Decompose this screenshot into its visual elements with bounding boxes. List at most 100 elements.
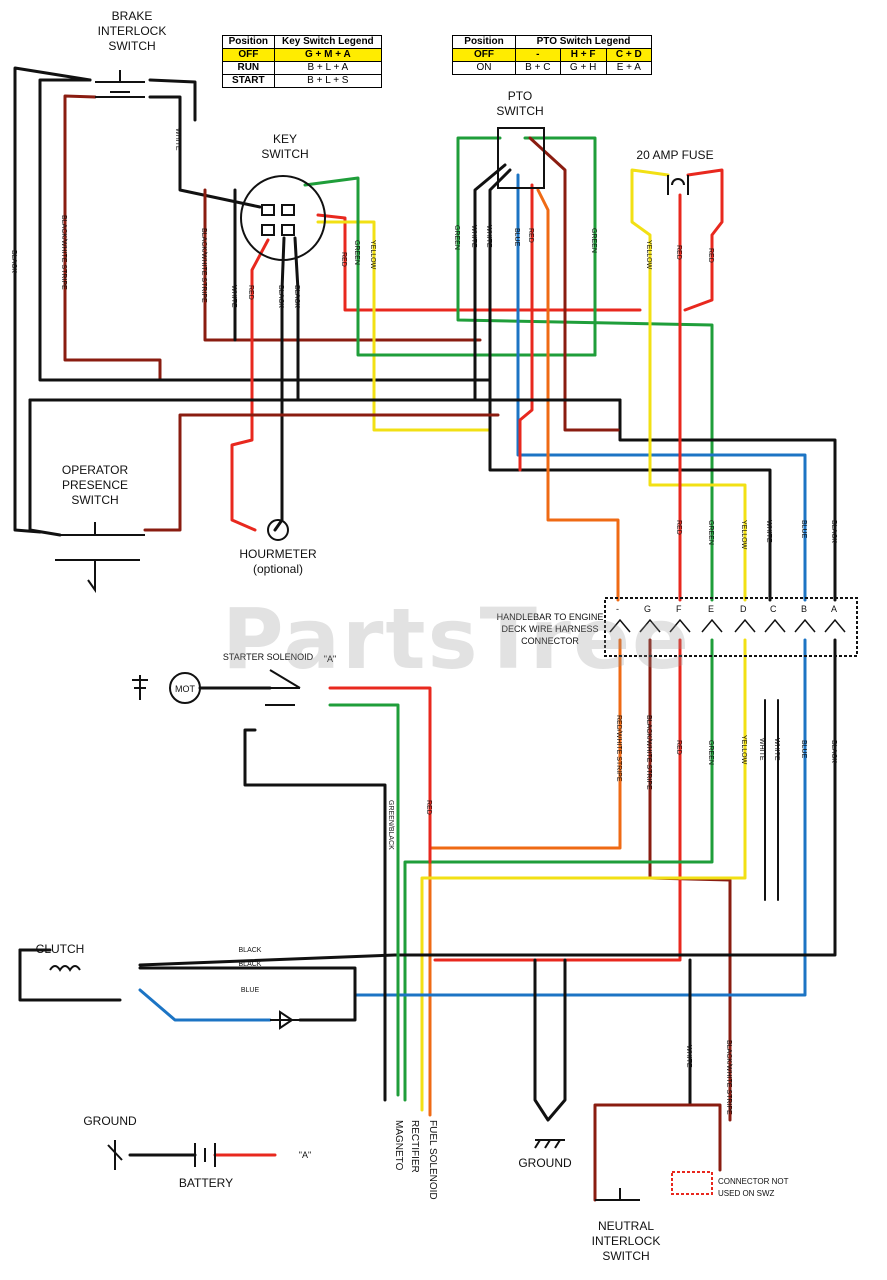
wire-black-white-stripe <box>203 188 482 342</box>
pto-switch-body <box>497 127 545 189</box>
hourmeter-symbol <box>267 519 289 541</box>
connector-pin-label: - <box>616 604 619 614</box>
wire-label: RED <box>675 740 682 755</box>
ground-left-symbol <box>132 675 148 700</box>
wire-label: RED <box>527 228 534 243</box>
wire-label: GREEN <box>707 740 714 765</box>
wire-black <box>138 953 397 967</box>
wire-label: WHITE <box>485 225 492 248</box>
connector-pin-label: B <box>801 604 807 614</box>
brake-switch-symbol <box>95 70 145 98</box>
diode-symbol <box>270 1010 300 1030</box>
wire-white <box>148 95 262 209</box>
rectifier-label: RECTIFIER <box>409 1120 420 1173</box>
wire-label: BLACK <box>293 285 300 308</box>
key-switch-label: SWITCH <box>261 147 308 161</box>
harness-label: HANDLEBAR TO ENGINE <box>497 612 604 622</box>
wire-black <box>148 78 197 122</box>
wire-label: BLUE <box>800 740 807 759</box>
harness-connector-box <box>604 597 858 657</box>
wire-label: WHITE <box>470 225 477 248</box>
connector-not-used-box <box>671 1171 713 1195</box>
wire-label: BLACK <box>10 250 17 273</box>
wire-label: GREEN <box>590 228 597 253</box>
key-switch-label: KEY <box>273 132 297 146</box>
connector-pin-label: C <box>770 604 777 614</box>
fuse-label: 20 AMP FUSE <box>636 148 713 162</box>
wire-label: WHITE <box>685 1045 692 1068</box>
wire-orange <box>536 188 620 602</box>
motor-label: MOT <box>175 684 195 694</box>
brake-switch-label: BRAKE <box>112 9 153 23</box>
wire-label: WHITE <box>230 285 237 308</box>
legend-header-position: Position <box>451 35 517 49</box>
wire-label: BLACK <box>830 520 837 543</box>
wire-label: BLACK/WHITE STRIPE <box>200 228 207 303</box>
connector-chevron <box>669 618 691 633</box>
hourmeter-label: HOURMETER <box>239 547 317 561</box>
ground-mid-label: GROUND <box>518 1156 572 1170</box>
a-reference-label: "A" <box>324 654 336 664</box>
legend-value: E + A <box>605 61 653 75</box>
wire-black <box>273 236 286 532</box>
wire-yellow <box>420 638 747 1112</box>
clutch-coil-symbol <box>49 965 81 972</box>
wire-blue <box>138 988 272 1022</box>
neutral-switch-label: INTERLOCK <box>592 1234 661 1248</box>
wire-label: RED/WHITE STRIPE <box>615 715 622 782</box>
pto-switch-legend: Position PTO Switch Legend OFF - H + F C… <box>451 35 653 75</box>
wire-red <box>230 238 270 532</box>
connector-chevron <box>734 618 756 633</box>
wire-green <box>403 638 714 1102</box>
wire-label: BLUE <box>513 228 520 247</box>
wire-black <box>28 398 62 537</box>
wire-black <box>293 236 300 402</box>
legend-value: C + D <box>605 48 653 62</box>
wire-label: BLACK/WHITE STRIPE <box>725 1040 732 1115</box>
connector-chevron <box>824 618 846 633</box>
wire-black <box>393 638 837 957</box>
connector-chevron <box>609 618 631 633</box>
wire-white <box>488 168 772 602</box>
wire-black <box>13 66 92 534</box>
neutral-switch-label: SWITCH <box>602 1249 649 1263</box>
wire-green <box>456 136 714 602</box>
brake-switch-label: SWITCH <box>108 39 155 53</box>
key-switch-terminal <box>261 224 275 236</box>
wire-label: RED <box>675 520 682 535</box>
wire-black-white-stripe <box>143 413 500 532</box>
key-switch-terminal <box>281 224 295 236</box>
wire-label: BLACK <box>277 285 284 308</box>
wire-label: RED <box>425 800 432 815</box>
wire-label: WHITE <box>773 738 780 761</box>
key-switch-terminal <box>261 204 275 216</box>
neutral-switch-label: NEUTRAL <box>598 1219 654 1233</box>
key-switch-body <box>240 175 326 261</box>
wire-label: YELLOW <box>369 240 376 270</box>
starter-solenoid-label: STARTER SOLENOID <box>223 652 314 662</box>
connector-chevron <box>794 618 816 633</box>
legend-header-key: Key Switch Legend <box>273 35 383 49</box>
wire-red <box>433 860 682 962</box>
legend-position: ON <box>451 61 517 75</box>
wire-label: BLACK <box>830 740 837 763</box>
harness-label: CONNECTOR <box>521 636 579 646</box>
pto-switch-label: PTO <box>508 89 532 103</box>
wire-green <box>303 176 597 357</box>
wire-label: BLUE <box>800 520 807 539</box>
ground-left-label: GROUND <box>83 1114 137 1128</box>
wire-label: BLACK/WHITE STRIPE <box>645 715 652 790</box>
wire-black <box>243 728 387 1102</box>
clutch-label: CLUTCH <box>36 942 85 956</box>
ground-mid-symbol <box>534 1139 565 1149</box>
connector-note: CONNECTOR NOT <box>718 1177 789 1186</box>
wire-label: WHITE <box>174 128 181 151</box>
connector-chevron <box>639 618 661 633</box>
wire-yellow <box>316 220 492 432</box>
connector-pin-label: A <box>831 604 837 614</box>
wire-label: BLACK/WHITE STRIPE <box>60 215 67 290</box>
solenoid-symbol <box>240 669 301 706</box>
neutral-switch-symbol <box>595 1188 640 1201</box>
wire-label: BLACK <box>239 961 262 968</box>
pto-switch-label: SWITCH <box>496 104 543 118</box>
